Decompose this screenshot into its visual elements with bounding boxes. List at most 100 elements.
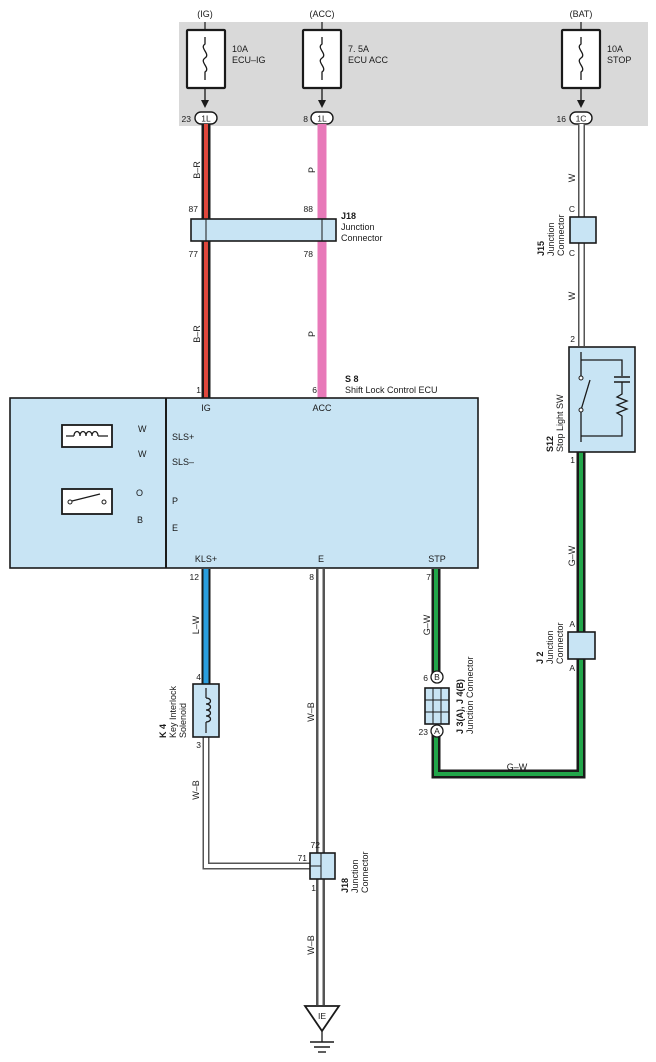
fuse-acc-rating: 7. 5A — [348, 44, 369, 54]
j18-top-name1: Junction — [341, 222, 375, 232]
ecu-pin-1: 1 — [196, 385, 201, 395]
fuse-ig-rating: 10A — [232, 44, 248, 54]
pin-8-acc: 8 — [303, 114, 308, 124]
wire-label-w-sls-plus: W — [138, 424, 147, 434]
pin-88: 88 — [304, 204, 314, 214]
ecu-term-ig: IG — [201, 403, 211, 413]
wire-label-w-b-3: W–B — [306, 935, 316, 955]
j2-connector-block — [567, 631, 596, 660]
coil-icon — [205, 697, 212, 723]
j18-bottom-code: J18 — [340, 878, 350, 893]
ecu-term-sls-plus: SLS+ — [172, 432, 194, 442]
wire-label-w-1: W — [567, 173, 577, 182]
wire-label-w-b-2: W–B — [191, 780, 201, 800]
fuse-bat-rating: 10A — [607, 44, 623, 54]
ecu-pin-7: 7 — [426, 572, 431, 582]
j18-top-connector-block — [190, 218, 337, 242]
coil-icon — [73, 430, 99, 437]
s12-name: Stop Light SW — [555, 394, 565, 452]
fuse-ecu-acc — [301, 22, 343, 108]
key-interlock-solenoid — [192, 683, 220, 738]
ecu-pin-8: 8 — [309, 572, 314, 582]
connector-1c-bat: 1C — [569, 111, 593, 125]
pin-16: 16 — [557, 114, 567, 124]
fuse-icon — [578, 37, 584, 80]
k4-name1: Key Interlock — [168, 685, 178, 738]
source-label-acc: (ACC) — [310, 9, 335, 19]
ecu-term-e-bottom: E — [318, 554, 324, 564]
ground-ie — [303, 1005, 341, 1053]
source-label-ig: (IG) — [197, 9, 213, 19]
ecu-term-p: P — [172, 496, 178, 506]
ecu-code: S 8 — [345, 374, 359, 384]
j2-name2: Connector — [555, 622, 565, 664]
pin-23: 23 — [182, 114, 192, 124]
connector-1l-acc-label: 1L — [317, 114, 327, 124]
connector-1l-ig-label: 1L — [201, 114, 211, 124]
fuse-acc-name: ECU ACC — [348, 55, 389, 65]
ecu-term-e-left: E — [172, 523, 178, 533]
wire-label-w-2: W — [567, 291, 577, 300]
connector-1c-bat-label: 1C — [576, 114, 587, 124]
fuse-stop — [560, 22, 602, 108]
arrow-down-icon — [201, 100, 209, 108]
fuse-ig-name: ECU–IG — [232, 55, 266, 65]
j15-pin-top: C — [569, 204, 575, 214]
j18-top-code: J18 — [341, 211, 356, 221]
source-label-bat: (BAT) — [570, 9, 593, 19]
switch-contact-icon — [71, 493, 101, 502]
wire-label-b-r-2: B–R — [192, 325, 202, 343]
ground-label: IE — [318, 1011, 326, 1021]
ecu-term-kls: KLS+ — [195, 554, 217, 564]
switch-contact-icon — [580, 379, 591, 411]
wire-label-o: O — [136, 488, 143, 498]
wire-label-p-1: P — [307, 167, 317, 173]
stop-light-switch — [568, 346, 636, 453]
connector-1l-ig: 1L — [194, 111, 218, 125]
s12-code: S12 — [545, 436, 555, 452]
s12-pin-2: 2 — [570, 334, 575, 344]
j2-code: J 2 — [535, 651, 545, 664]
ecu-term-sls-minus: SLS– — [172, 457, 194, 467]
j2-name1: Junction — [545, 630, 555, 664]
j18-bottom-pin-71: 71 — [298, 853, 308, 863]
fuse-bat-name: STOP — [607, 55, 631, 65]
j3-j4-letter-a: A — [434, 726, 440, 736]
wire-label-b: B — [137, 515, 143, 525]
k4-pin-4: 4 — [196, 672, 201, 682]
j3-j4-code: J 3(A), J 4(B) — [455, 679, 465, 734]
j18-bottom-pin-72: 72 — [311, 840, 321, 850]
j3-j4-letter-b: B — [434, 672, 440, 682]
k4-name2: Solenoid — [178, 703, 188, 738]
arrow-down-icon — [318, 100, 326, 108]
wire-label-l-w: L–W — [191, 615, 201, 634]
wire-label-g-w-2: G–W — [567, 545, 577, 566]
ecu-name: Shift Lock Control ECU — [345, 385, 438, 395]
internal-switch — [61, 488, 113, 515]
k4-code: K 4 — [158, 724, 168, 738]
j18-bottom-name2: Connector — [360, 851, 370, 893]
j15-code: J15 — [536, 241, 546, 256]
fuse-icon — [202, 37, 208, 80]
j15-name1: Junction — [546, 222, 556, 256]
ecu-term-acc: ACC — [312, 403, 332, 413]
wire-b-r — [201, 124, 211, 398]
wire-label-g-w-3: G–W — [507, 762, 528, 772]
j15-pin-bottom: C — [569, 248, 575, 258]
j3-j4-connector — [424, 670, 450, 738]
arrow-down-icon — [577, 100, 585, 108]
j3-j4-name: Junction Connector — [465, 656, 475, 734]
j15-connector-block — [569, 216, 597, 244]
wire-label-g-w-1: G–W — [422, 614, 432, 635]
j18-bottom-connector-block — [309, 852, 336, 880]
j15-name2: Connector — [556, 214, 566, 256]
wire-label-w-sls-minus: W — [138, 449, 147, 459]
j3-j4-pin-23: 23 — [419, 727, 429, 737]
wire-w-b-k4 — [202, 737, 310, 870]
wire-p — [317, 124, 327, 398]
ecu-pin-6: 6 — [312, 385, 317, 395]
j2-pin-top: A — [569, 619, 575, 629]
fuse-ecu-ig — [185, 22, 227, 108]
s12-pin-1: 1 — [570, 455, 575, 465]
j3-j4-pin-6: 6 — [423, 673, 428, 683]
